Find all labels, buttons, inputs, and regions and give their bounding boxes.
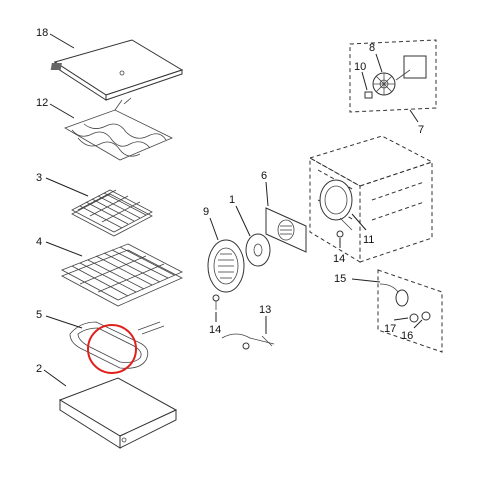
part-motor[interactable]: [395, 55, 427, 81]
callout-9: 9: [203, 206, 209, 218]
callout-11: 11: [363, 234, 374, 246]
oven-cavity: [308, 135, 434, 263]
leader-16: [413, 319, 423, 329]
leader-8: [375, 53, 383, 73]
part-2-tray[interactable]: [58, 377, 178, 449]
part-5-bake-element[interactable]: [69, 321, 165, 369]
part-14-screw-right[interactable]: [336, 230, 344, 238]
part-16-washer[interactable]: [421, 311, 431, 321]
leader-18: [49, 33, 75, 49]
callout-8: 8: [369, 42, 375, 54]
callout-13: 13: [259, 304, 271, 316]
callout-12: 12: [36, 97, 48, 109]
callout-3: 3: [36, 172, 42, 184]
callout-15: 15: [334, 273, 346, 285]
leader-12: [49, 103, 75, 119]
leader-2: [43, 369, 67, 387]
part-18-panel[interactable]: [50, 39, 184, 101]
part-3-rack[interactable]: [71, 189, 153, 237]
part-11-convection-element[interactable]: [319, 179, 353, 231]
part-15-element[interactable]: [379, 283, 409, 307]
element-group-box: [377, 269, 443, 353]
callout-17: 17: [384, 323, 396, 335]
callout-16: 16: [401, 330, 413, 342]
leader-7: [409, 109, 419, 123]
part-12-broil-element[interactable]: [64, 97, 173, 161]
callout-6: 6: [261, 170, 267, 182]
part-14-screw-left[interactable]: [212, 294, 220, 310]
leader-17: [393, 317, 409, 321]
callout-2: 2: [36, 363, 42, 375]
callout-10: 10: [354, 61, 366, 73]
motor-group-box: [349, 39, 437, 113]
part-1-fan-blade[interactable]: [245, 233, 271, 267]
callout-1: 1: [229, 194, 235, 206]
callout-5: 5: [36, 309, 42, 321]
part-4-sliding-rack[interactable]: [61, 243, 183, 307]
leader-3: [45, 177, 89, 197]
part-8-fan-wheel[interactable]: [372, 72, 396, 96]
leader-10: [361, 71, 368, 91]
callout-14b: 14: [333, 253, 345, 265]
callout-14a: 14: [209, 324, 221, 336]
callout-7: 7: [418, 124, 424, 136]
leader-1: [235, 205, 251, 237]
part-17-ring[interactable]: [409, 313, 419, 323]
part-9-fan-cover[interactable]: [207, 239, 245, 293]
leader-5: [45, 315, 83, 329]
leader-11: [351, 213, 367, 231]
leader-9: [209, 217, 219, 241]
part-6-bracket[interactable]: [265, 207, 307, 253]
callout-4: 4: [36, 236, 42, 248]
part-10-nut[interactable]: [364, 91, 373, 99]
leader-15: [351, 278, 381, 283]
callout-18: 18: [36, 27, 48, 39]
highlight-circle: [87, 324, 137, 374]
leader-4: [45, 241, 83, 257]
part-13-sensor[interactable]: [221, 333, 275, 350]
leader-6: [265, 181, 269, 207]
